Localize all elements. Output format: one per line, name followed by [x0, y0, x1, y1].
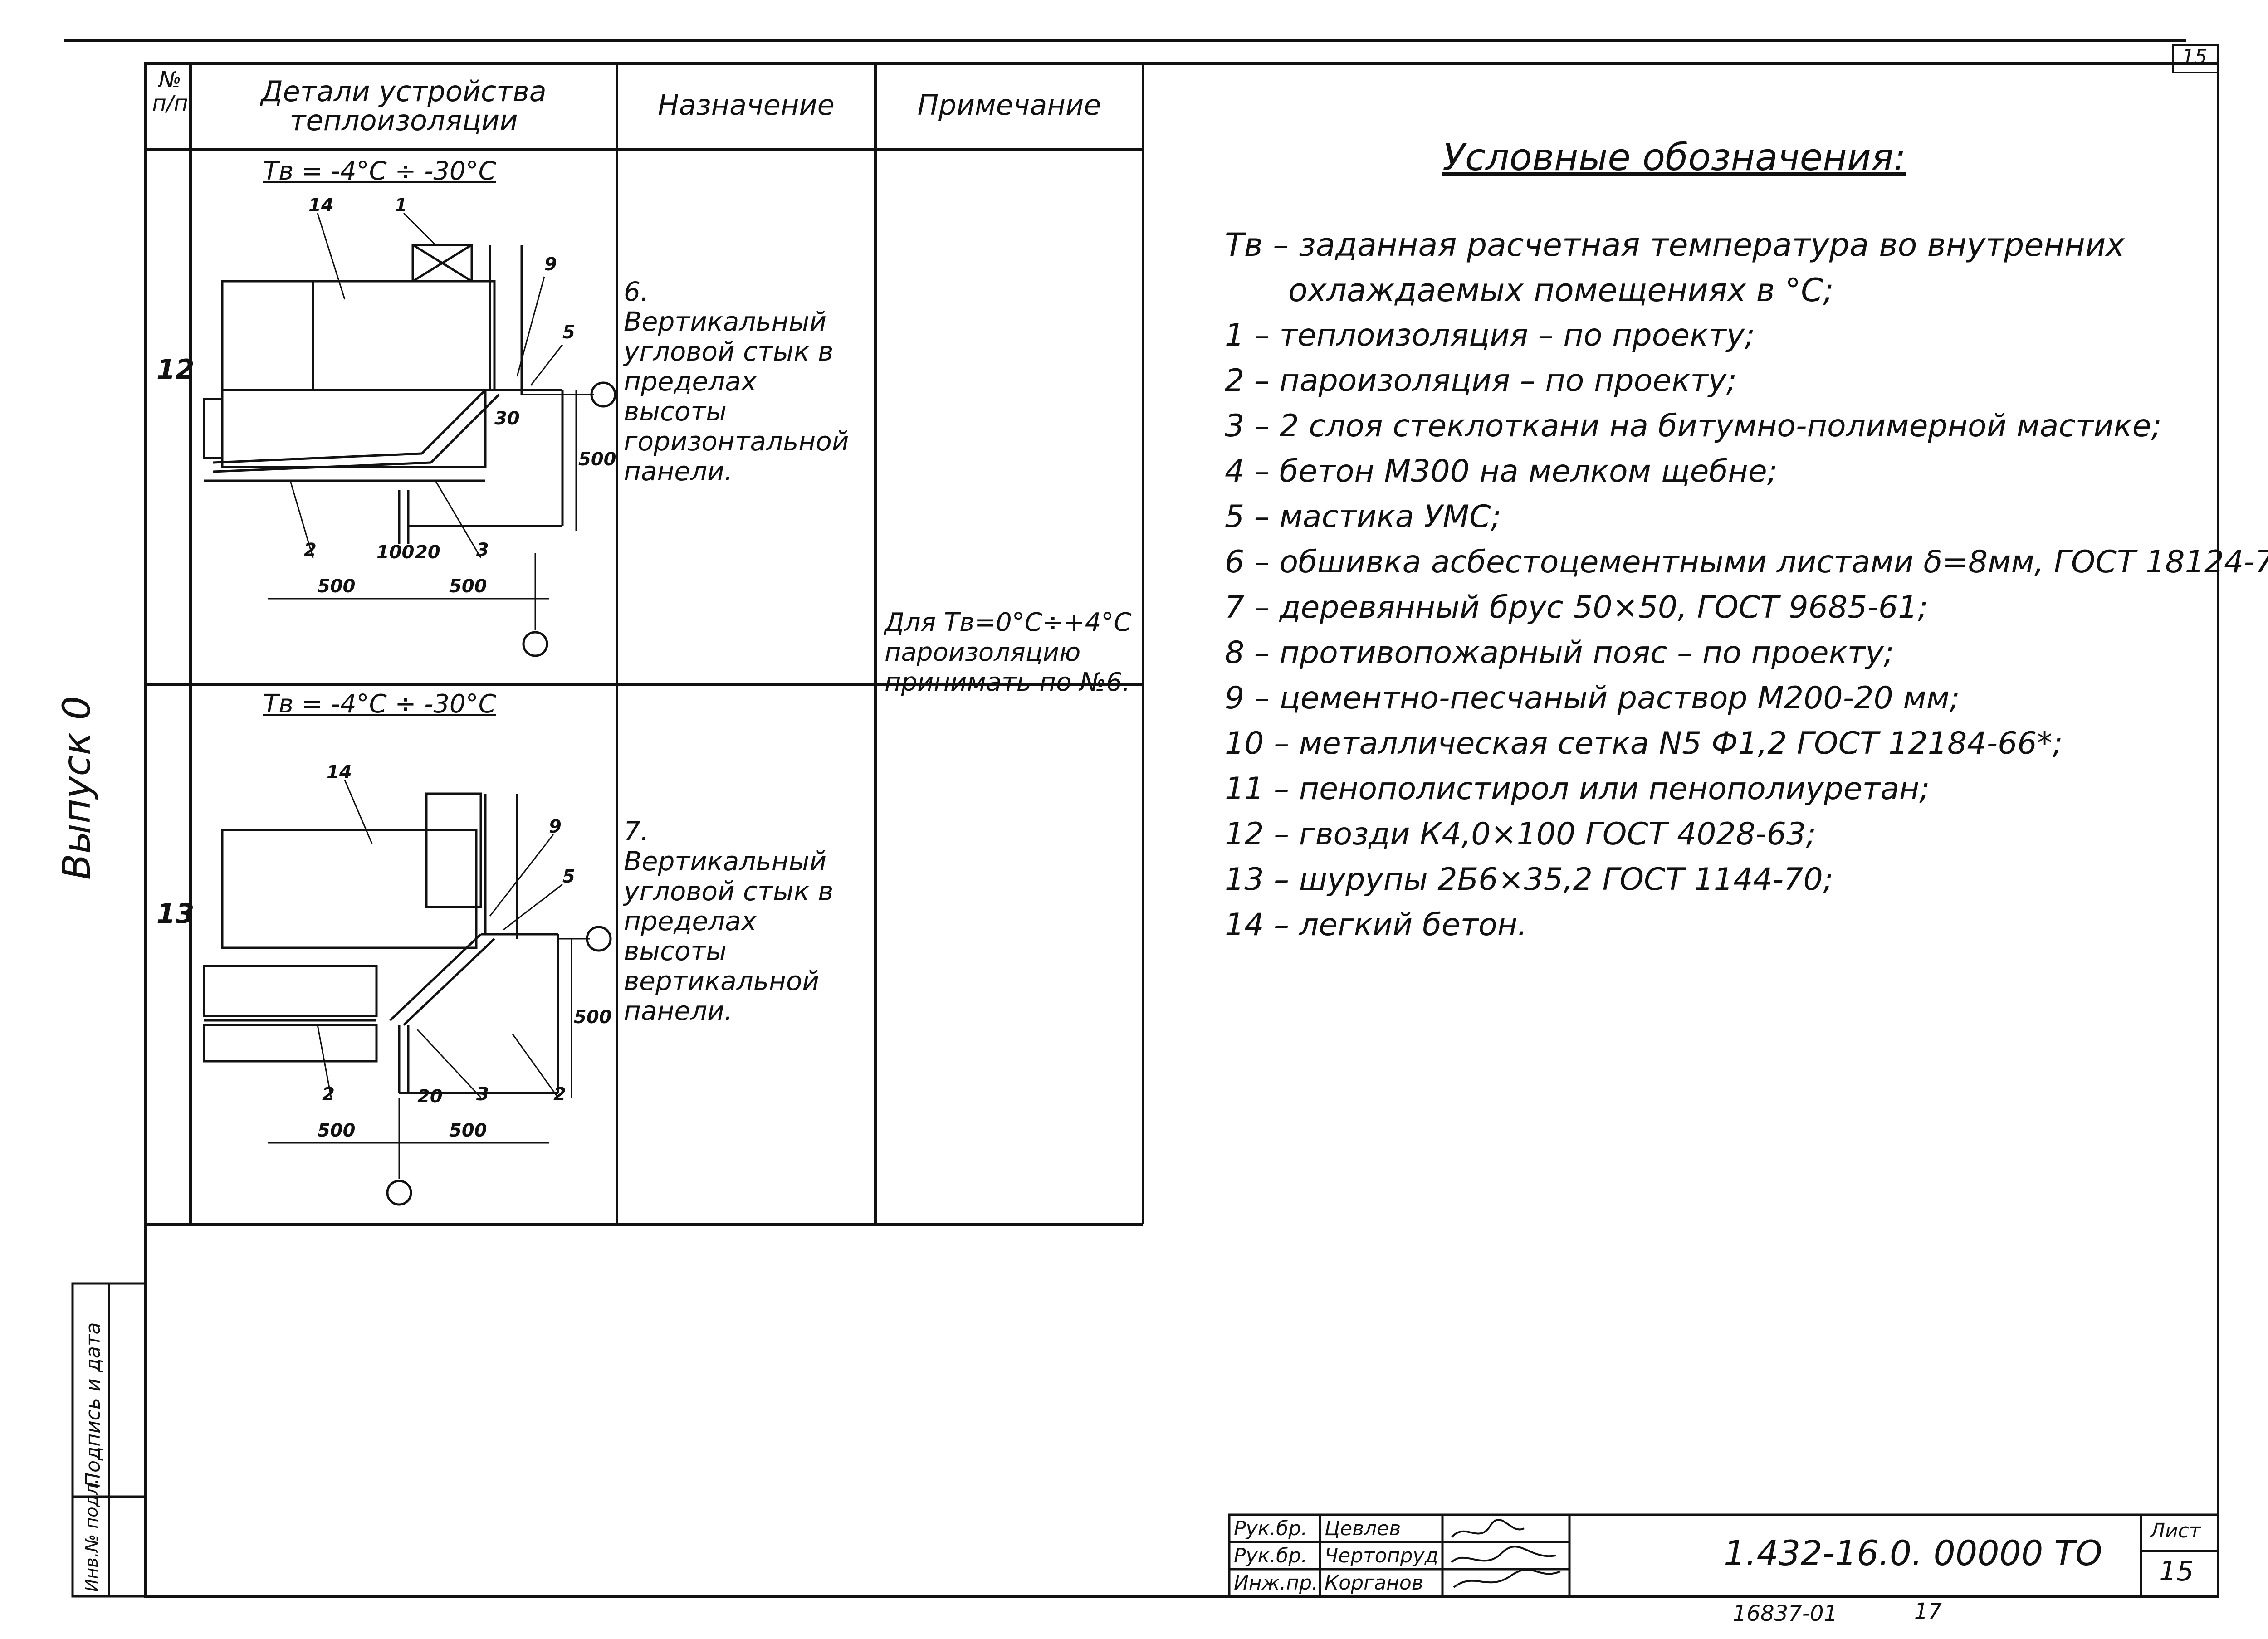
- detail-drawing-13: [203, 780, 612, 1206]
- role-3: Инж.пр.: [1234, 1571, 1318, 1595]
- signature-date-label: Подпись и дата: [82, 1322, 105, 1488]
- callout-2: 2: [304, 540, 317, 561]
- corner-sheet-box: [2172, 44, 2219, 73]
- legend-item: 12 – гвозди К4,0×100 ГОСТ 4028-63;: [1225, 816, 1817, 852]
- dimension-20-13: 20: [417, 1086, 443, 1107]
- legend-item: 9 – цементно-песчаный раствор М200-20 мм…: [1225, 680, 1960, 716]
- table-grid: [145, 63, 1144, 1226]
- callout-14: 14: [308, 195, 334, 216]
- legend-tb-line-2: охлаждаемых помещениях в °С;: [1288, 272, 1834, 309]
- signatures: [1451, 1519, 1561, 1588]
- callout-2-left-13: 2: [322, 1084, 335, 1105]
- sheet-label: Лист: [2150, 1519, 2201, 1542]
- page-number: 17: [1914, 1599, 1942, 1624]
- inventory-number: 16837-01: [1733, 1601, 1838, 1626]
- callout-14-13: 14: [327, 762, 352, 783]
- callout-30: 30: [494, 408, 520, 429]
- issue-label: Выпуск 0: [54, 696, 99, 880]
- header-num: № п/п: [152, 67, 188, 116]
- legend-item: 4 – бетон М300 на мелком щебне;: [1225, 454, 1778, 489]
- name-1: Цевлев: [1325, 1517, 1401, 1540]
- legend-item: 11 – пенополистирол или пенополиуретан;: [1225, 771, 1930, 807]
- dimension-500-right-13: 500: [449, 1120, 487, 1141]
- dimension-20: 20: [415, 542, 440, 563]
- document-code: 1.432-16.0. 00000 ТО: [1724, 1533, 2102, 1573]
- row-number-12: 12: [156, 354, 195, 385]
- callout-3-13: 3: [476, 1084, 489, 1105]
- legend-title: Условные обозначения:: [1442, 136, 1906, 179]
- dimension-100: 100: [376, 542, 415, 563]
- dimension-500-vertical-13: 500: [574, 1007, 612, 1028]
- dimension-500-left-12: 500: [318, 576, 356, 597]
- note-text: Для Тв=0°С÷+4°С пароизоляцию принимать п…: [885, 608, 1132, 697]
- legend-item: 3 – 2 слоя стеклоткани на битумно-полиме…: [1225, 408, 2162, 444]
- name-2: Чертопруд: [1325, 1544, 1438, 1567]
- dimension-500-right-12: 500: [449, 576, 487, 597]
- legend-item: 6 – обшивка асбестоцементными листами δ=…: [1225, 544, 2268, 580]
- legend-item: 1 – теплоизоляция – по проекту;: [1225, 317, 1755, 353]
- dimension-500-vertical-12: 500: [578, 449, 616, 470]
- callout-2-right-13: 2: [553, 1084, 566, 1105]
- callout-9: 9: [544, 254, 557, 275]
- row-12-temperature: Тв = -4°С ÷ -30°С: [263, 156, 496, 186]
- callout-5: 5: [562, 322, 575, 343]
- legend-item: 2 – пароизоляция – по проекту;: [1225, 363, 1737, 399]
- row-number-13: 13: [156, 898, 195, 930]
- detail-drawing-12: [203, 212, 616, 657]
- sheet-frame: [64, 39, 2219, 1598]
- row-13-temperature: Тв = -4°С ÷ -30°С: [263, 689, 496, 719]
- callout-5-13: 5: [562, 866, 575, 887]
- header-note: Примечание: [917, 88, 1101, 122]
- corner-sheet-number: 15: [2182, 45, 2207, 68]
- legend-item: 10 – металлическая сетка N5 Ф1,2 ГОСТ 12…: [1225, 726, 2063, 761]
- header-details: Детали устройства теплоизоляции: [261, 75, 547, 137]
- legend-tb-line-1: Тв – заданная расчетная температура во в…: [1225, 226, 2125, 263]
- callout-1: 1: [395, 195, 407, 216]
- legend-item: 7 – деревянный брус 50×50, ГОСТ 9685-61;: [1225, 590, 1928, 625]
- title-block-frame: [1228, 1513, 2219, 1598]
- legend-item: 8 – противопожарный пояс – по проекту;: [1225, 635, 1894, 671]
- callout-3: 3: [476, 540, 489, 561]
- role-1: Рук.бр.: [1234, 1517, 1308, 1540]
- name-3: Корганов: [1325, 1571, 1423, 1595]
- inventory-label: Инв.№ подл.: [82, 1478, 102, 1592]
- role-2: Рук.бр.: [1234, 1544, 1308, 1567]
- side-stamp-frame: [71, 1282, 147, 1598]
- dimension-500-left-13: 500: [318, 1120, 356, 1141]
- legend-item: 13 – шурупы 2Б6×35,2 ГОСТ 1144-70;: [1225, 862, 1833, 898]
- legend-item: 5 – мастика УМС;: [1225, 499, 1501, 535]
- legend: Тв – заданная расчетная температура во в…: [1225, 222, 2268, 948]
- sheet-number: 15: [2159, 1556, 2194, 1587]
- row-12-purpose: 6. Вертикальный угловой стык в пределах …: [624, 276, 849, 487]
- legend-item: 14 – легкий бетон.: [1225, 907, 1527, 943]
- header-purpose: Назначение: [658, 88, 835, 122]
- callout-9-13: 9: [549, 816, 562, 837]
- row-13-purpose: 7. Вертикальный угловой стык в пределах …: [624, 816, 834, 1026]
